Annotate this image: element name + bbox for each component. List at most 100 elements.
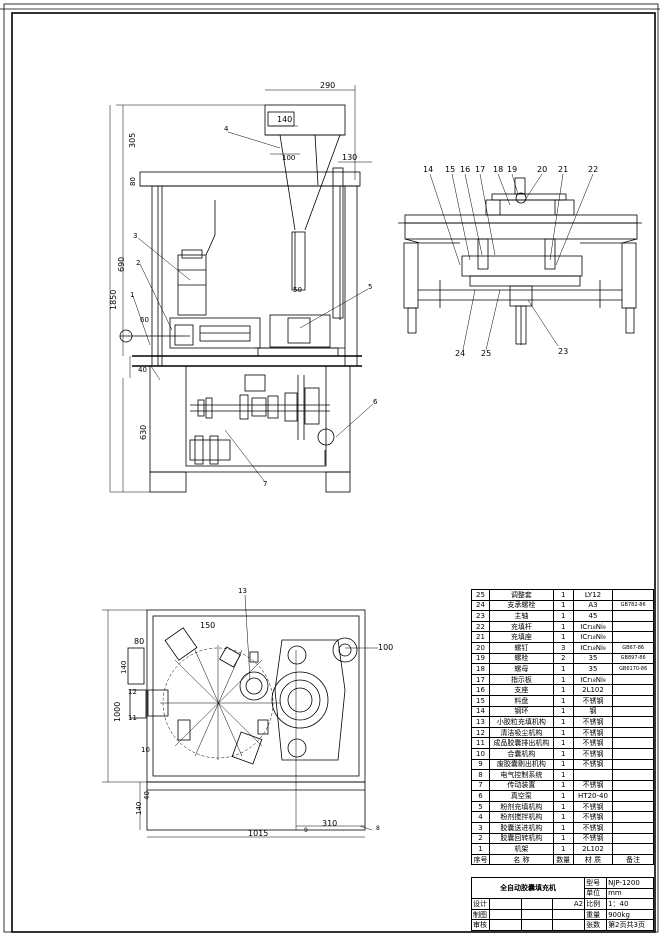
part-note [612, 747, 654, 760]
part-no: 2 [471, 832, 490, 845]
scale-value: 1：40 [606, 898, 654, 910]
part-note [612, 737, 654, 749]
dim-1015: 1015 [248, 829, 268, 838]
callout-6: 6 [373, 398, 378, 406]
part-name: 螺母 [488, 663, 554, 675]
callout-2: 2 [136, 259, 140, 267]
dim-80b: 80 [134, 637, 144, 646]
model-value: NJP-1200 [606, 877, 654, 889]
part-note [612, 694, 654, 707]
callout-15: 15 [445, 165, 455, 174]
part-material: 不锈钢 [572, 716, 614, 728]
dim-100: 100 [282, 154, 295, 162]
part-no: 20 [471, 641, 490, 654]
dim-150: 150 [200, 621, 215, 630]
part-note [612, 822, 654, 834]
part-name: 粉剂搅拌机构 [488, 811, 554, 824]
part-material: HT20-40 [572, 790, 614, 802]
part-material: 35 [572, 652, 614, 665]
part-no: 7 [471, 779, 490, 792]
part-qty: 1 [552, 737, 574, 749]
header-no: 序号 [471, 853, 490, 866]
part-material: 不锈钢 [572, 758, 614, 771]
part-qty: 1 [552, 684, 574, 696]
part-name: 机架 [488, 843, 554, 855]
part-material: ICr₁₈Ni₉ [572, 673, 614, 686]
part-note: GB897-86 [612, 652, 654, 665]
part-qty: 1 [552, 705, 574, 718]
check-value [488, 919, 522, 931]
part-note: GB6170-86 [612, 663, 654, 675]
callout-9: 9 [304, 827, 308, 834]
part-name: 真空泵 [488, 790, 554, 802]
part-note [612, 620, 654, 633]
part-material: 2L102 [572, 843, 614, 855]
dim-60: 60 [140, 316, 149, 324]
part-name: 支座 [488, 684, 554, 696]
part-material: 不锈钢 [572, 800, 614, 813]
callout-3: 3 [133, 232, 137, 240]
side-view [398, 173, 642, 351]
callout-19: 19 [507, 165, 517, 174]
part-no: 4 [471, 811, 490, 824]
design-value [488, 898, 522, 910]
dim-80: 80 [129, 177, 137, 186]
draw-value [488, 908, 522, 921]
dim-1000: 1000 [113, 702, 122, 722]
part-no: 15 [471, 694, 490, 707]
front-view [109, 85, 374, 493]
part-note [612, 716, 654, 728]
part-name: 成品胶囊排出机构 [488, 737, 554, 749]
part-no: 25 [471, 589, 490, 601]
part-note [612, 589, 654, 601]
dim-130: 130 [342, 153, 357, 162]
part-material: ICr₁₈Ni₉ [572, 631, 614, 643]
part-no: 11 [471, 737, 490, 749]
part-no: 23 [471, 610, 490, 622]
part-note [612, 800, 654, 813]
part-note [612, 673, 654, 686]
part-no: 17 [471, 673, 490, 686]
part-name: 螺栓 [488, 652, 554, 665]
part-name: 合囊机构 [488, 747, 554, 760]
part-no: 10 [471, 747, 490, 760]
part-note [612, 631, 654, 643]
part-material: 不锈钢 [572, 694, 614, 707]
part-note [612, 705, 654, 718]
part-no: 16 [471, 684, 490, 696]
dim-690: 690 [117, 257, 126, 272]
part-note: GB782-86 [612, 599, 654, 612]
dim-305: 305 [128, 133, 137, 148]
part-material: 45 [572, 610, 614, 622]
part-name: 粉剂充填机构 [488, 800, 554, 813]
part-note [612, 779, 654, 792]
part-material: 不锈钢 [572, 822, 614, 834]
part-note [612, 769, 654, 781]
part-note [612, 790, 654, 802]
part-qty: 1 [552, 631, 574, 643]
part-note [612, 726, 654, 739]
check-extra [552, 919, 586, 931]
part-name: 充填座 [488, 631, 554, 643]
callout-1: 1 [130, 291, 134, 299]
top-view [102, 594, 378, 838]
callout-12: 12 [128, 688, 137, 696]
part-qty: 1 [552, 843, 574, 855]
part-name: 传动装置 [488, 779, 554, 792]
parts-header-row: 序号名 称数量材 质备注 [471, 853, 654, 866]
part-no: 12 [471, 726, 490, 739]
callout-14: 14 [423, 165, 433, 174]
title-block: 全自动胶囊填充机 型号 NJP-1200 单位 mm 设计 A2 比例 1：40… [470, 876, 654, 931]
